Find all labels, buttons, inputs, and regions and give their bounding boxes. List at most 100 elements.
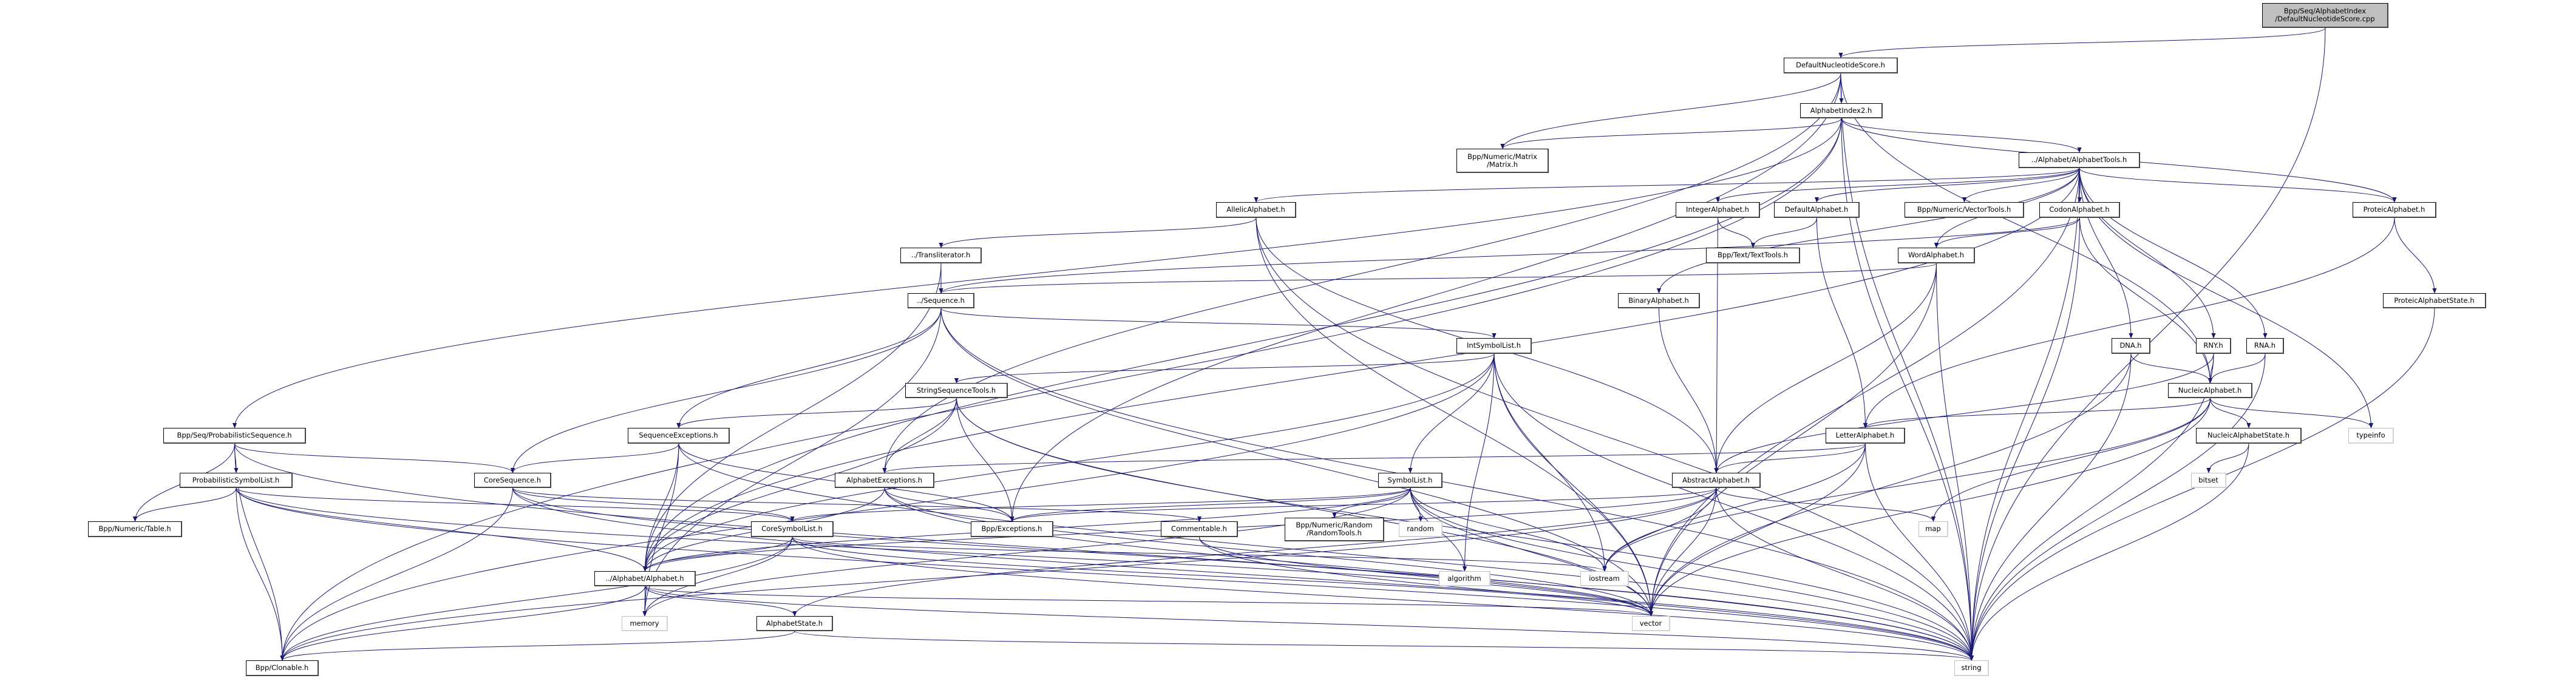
edge-symlist-to-string xyxy=(1410,487,1974,661)
edge-abstract-to-string xyxy=(1716,487,1974,661)
node-exceptions[interactable]: Bpp/Exceptions.h xyxy=(971,521,1053,537)
node-commentable[interactable]: Commentable.h xyxy=(1161,521,1238,537)
edge-atools-to-allelic xyxy=(1254,168,2080,203)
node-map: map xyxy=(1918,521,1948,537)
node-alphexc[interactable]: AlphabetExceptions.h xyxy=(835,473,934,488)
edge-symlist-to-memory xyxy=(642,487,1411,617)
edge-sequence-to-intsym xyxy=(940,308,1497,339)
edge-alphabet-to-clonable xyxy=(280,586,645,661)
edge-ai2-to-probseq xyxy=(232,118,1842,428)
edge-codon-to-word xyxy=(1934,217,2080,248)
edge-letter-to-vector xyxy=(1648,443,1866,617)
edge-alphabet-to-string xyxy=(645,586,1974,661)
node-algorithm: algorithm xyxy=(1439,571,1490,586)
node-texttools[interactable]: Bpp/Text/TextTools.h xyxy=(1706,248,1800,263)
node-defalpha[interactable]: DefaultAlphabet.h xyxy=(1774,202,1860,218)
edge-dns-to-alphexc xyxy=(882,73,1841,473)
node-strseq[interactable]: StringSequenceTools.h xyxy=(905,383,1008,398)
edge-alphabet-to-vector xyxy=(645,586,1653,617)
edge-probseq-to-coreseq xyxy=(234,443,515,473)
node-table[interactable]: Bpp/Numeric/Table.h xyxy=(88,521,182,537)
node-nucstate[interactable]: NucleicAlphabetState.h xyxy=(2196,428,2302,444)
edge-strseq-to-seqexc xyxy=(676,398,957,428)
edge-codon-to-sequence xyxy=(939,217,2080,294)
edge-strseq-to-alphabet xyxy=(642,398,957,572)
node-codon[interactable]: CodonAlphabet.h xyxy=(2039,202,2120,218)
edge-dns-to-nucleic xyxy=(1840,73,2213,384)
edge-word-to-abstract xyxy=(1714,263,1937,473)
node-rna[interactable]: RNA.h xyxy=(2246,338,2284,354)
edge-translit-to-alphabet xyxy=(642,263,942,572)
node-string: string xyxy=(1954,660,1989,676)
node-sequence[interactable]: ../Sequence.h xyxy=(908,293,974,308)
edge-dna-to-string xyxy=(1969,353,2132,661)
edge-seqexc-to-coreseq xyxy=(510,443,679,473)
node-astate[interactable]: AlphabetState.h xyxy=(756,616,833,631)
node-atools[interactable]: ../Alphabet/AlphabetTools.h xyxy=(2019,152,2140,168)
node-dna[interactable]: DNA.h xyxy=(2112,338,2150,354)
node-matrix[interactable]: Bpp/Numeric/Matrix /Matrix.h xyxy=(1456,149,1549,173)
node-vector: vector xyxy=(1632,616,1670,631)
node-intsym[interactable]: IntSymbolList.h xyxy=(1456,338,1532,354)
edge-strseq-to-exceptions xyxy=(956,398,1014,522)
node-clonable[interactable]: Bpp/Clonable.h xyxy=(246,660,319,676)
node-alphabet[interactable]: ../Alphabet/Alphabet.h xyxy=(594,571,696,586)
edge-rna-to-string xyxy=(1969,353,2266,661)
node-probsym[interactable]: ProbabilisticSymbolList.h xyxy=(180,473,293,488)
edge-integer-to-texttools xyxy=(1718,217,1756,248)
edge-symlist-to-exceptions xyxy=(1010,487,1411,522)
edge-dns-to-string xyxy=(1840,73,1974,661)
node-iostream: iostream xyxy=(1580,571,1629,586)
edge-abstract-to-iostream xyxy=(1602,487,1717,572)
node-protstate[interactable]: ProteicAlphabetState.h xyxy=(2383,293,2486,308)
node-nucleic[interactable]: NucleicAlphabet.h xyxy=(2168,383,2252,398)
node-integer[interactable]: IntegerAlphabet.h xyxy=(1676,202,1760,218)
edge-sequence-to-seqexc xyxy=(676,308,942,428)
edge-probsym-to-coresym xyxy=(236,487,795,522)
edge-abstract-to-vector xyxy=(1648,487,1717,617)
edge-sequence-to-memory xyxy=(642,308,942,617)
edge-astate-to-string xyxy=(794,631,1974,661)
node-translit[interactable]: ../Transliterator.h xyxy=(900,248,982,263)
edge-sequence-to-vector xyxy=(940,308,1654,617)
edge-intsym-to-algorithm xyxy=(1462,353,1495,572)
node-allelic[interactable]: AllelicAlphabet.h xyxy=(1216,202,1296,218)
edge-letter-to-abstract xyxy=(1714,443,1866,473)
node-proteic[interactable]: ProteicAlphabet.h xyxy=(2353,202,2436,218)
node-coresym[interactable]: CoreSymbolList.h xyxy=(751,521,834,537)
edge-strseq-to-alphexc xyxy=(882,398,957,473)
edge-letter-to-alphexc xyxy=(882,443,1866,473)
node-seqexc[interactable]: SequenceExceptions.h xyxy=(628,428,730,444)
node-word[interactable]: WordAlphabet.h xyxy=(1898,248,1975,263)
node-abstract[interactable]: AbstractAlphabet.h xyxy=(1672,473,1761,488)
edge-letter-to-string xyxy=(1865,443,1974,661)
node-probseq[interactable]: Bpp/Seq/ProbabilisticSequence.h xyxy=(163,428,306,444)
edge-probsym-to-vector xyxy=(236,487,1653,617)
edge-alphexc-to-exceptions xyxy=(884,487,1014,522)
edge-strseq-to-vector xyxy=(956,398,1654,617)
node-vectools[interactable]: Bpp/Numeric/VectorTools.h xyxy=(1905,202,2024,218)
node-binary[interactable]: BinaryAlphabet.h xyxy=(1618,293,1700,308)
edge-probsym-to-table xyxy=(132,487,237,522)
node-ai2[interactable]: AlphabetIndex2.h xyxy=(1800,103,1883,118)
edge-atools-to-alphabet xyxy=(642,168,2080,572)
edge-codon-to-string xyxy=(1969,217,2080,661)
edge-intsym-to-string xyxy=(1494,353,1974,661)
edge-nucleic-to-letter xyxy=(1863,398,2211,428)
node-symlist[interactable]: SymbolList.h xyxy=(1378,473,1443,488)
node-typeinfo: typeinfo xyxy=(2348,428,2394,444)
edge-coreseq-to-string xyxy=(512,487,1974,661)
node-randomtools[interactable]: Bpp/Numeric/Random /RandomTools.h xyxy=(1285,518,1384,541)
edge-intsym-to-iostream xyxy=(1494,353,1607,572)
node-dns[interactable]: DefaultNucleotideScore.h xyxy=(1784,58,1898,73)
node-rny[interactable]: RNY.h xyxy=(2196,338,2231,354)
edge-nucstate-to-bitset xyxy=(2206,443,2249,473)
edge-atools-to-defalpha xyxy=(1815,168,2080,203)
edge-binary-to-abstract xyxy=(1659,308,1719,473)
edge-commentable-to-string xyxy=(1199,537,1974,661)
edge-ai2-to-matrix xyxy=(1500,118,1842,149)
edge-atools-to-proteic xyxy=(2079,168,2397,203)
edge-ai2-to-clonable xyxy=(280,118,1842,661)
node-letter[interactable]: LetterAlphabet.h xyxy=(1826,428,1905,444)
node-coreseq[interactable]: CoreSequence.h xyxy=(474,473,551,488)
